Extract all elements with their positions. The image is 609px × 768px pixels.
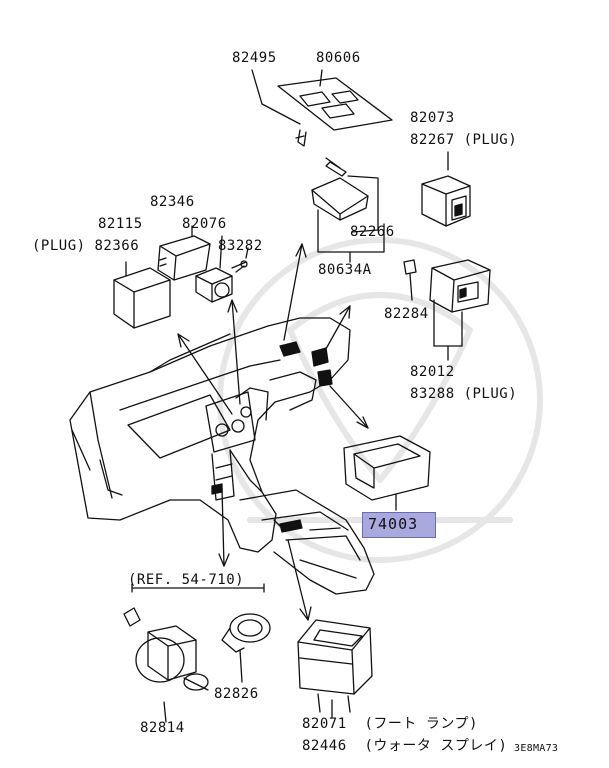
part-82366: (PLUG) 82366 [32,238,140,254]
part-82814: 82814 [140,720,185,736]
watermark-emblem [217,237,543,563]
relay-82346 [157,235,211,281]
switch-82073 [421,151,471,227]
lamp-80634A [311,157,385,263]
part-80634A: 80634A [318,262,372,278]
switch-82071 [297,619,373,719]
highlight-box-74003[interactable] [362,512,436,538]
part-82071: 82071 (フート ランプ) [302,716,478,732]
part-80606: 80606 [316,50,361,66]
switch-82076 [195,235,233,303]
part-82073: 82073 [410,110,455,126]
socket-82826 [221,613,271,683]
part-82266: 82266 [350,224,395,240]
dashboard-body [69,317,375,595]
part-82115: 82115 [98,216,143,232]
part-82267: 82267 (PLUG) [410,132,518,148]
part-82446: 82446 (ウォータ スプレイ) [302,738,508,754]
diagram-code: 3E8MA73 [514,743,559,754]
part-82495: 82495 [232,50,277,66]
screw-83282 [231,247,249,273]
part-82284: 82284 [384,306,429,322]
arrows [177,243,369,621]
lighter-82814 [123,607,209,723]
part-74003[interactable]: 74003 [368,515,419,533]
pocket-74003 [343,435,431,511]
part-82346: 82346 [150,194,195,210]
switch-82012 [403,259,491,361]
relay-82366 [113,225,193,329]
part-82076: 82076 [182,216,227,232]
part-82826: 82826 [214,686,259,702]
part-82012: 82012 [410,364,455,380]
ref-bracket [131,583,265,593]
part-83288: 83288 (PLUG) [410,386,518,402]
switch-panel-80606 [251,69,393,147]
part-83282: 83282 [218,238,263,254]
ref-note: (REF. 54-710) [128,572,245,588]
